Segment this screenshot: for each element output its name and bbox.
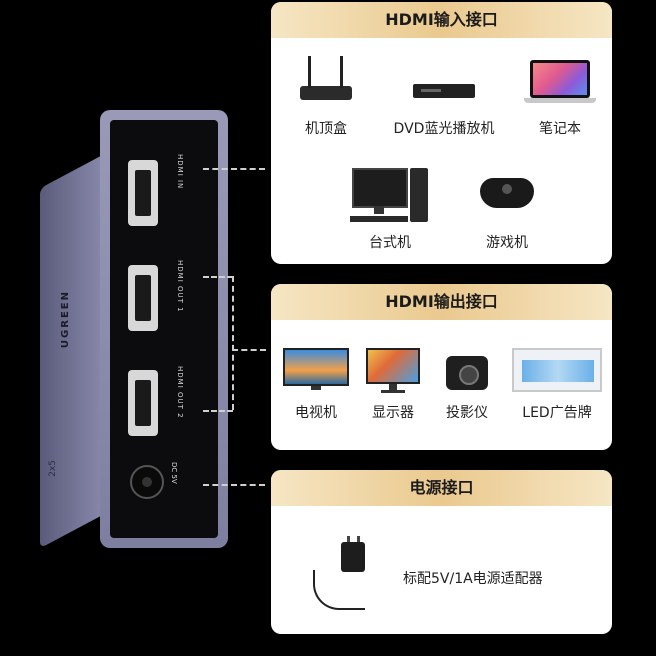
input-item-settop: 机顶盒 xyxy=(291,54,361,138)
output-item-projector: 投影仪 xyxy=(435,348,499,422)
hdmi-out2-label: HDMI OUT 2 xyxy=(176,366,184,419)
output-item-label: LED广告牌 xyxy=(522,405,592,421)
device-port-panel: HDMI IN HDMI OUT 1 HDMI OUT 2 DC 5V xyxy=(110,120,218,538)
input-item-label: 游戏机 xyxy=(486,235,528,251)
output-card-title: HDMI输出接口 xyxy=(271,284,612,320)
dc-power-jack xyxy=(130,465,164,499)
output-item-label: 显示器 xyxy=(372,405,414,421)
input-card-title: HDMI输入接口 xyxy=(271,2,612,38)
brand-logo: UGREEN xyxy=(60,290,71,349)
out1-connector xyxy=(203,276,233,278)
input-item-label: DVD蓝光播放机 xyxy=(393,121,495,137)
hdmi-in-port xyxy=(128,160,158,226)
dvd-player-icon xyxy=(409,54,479,114)
device-mark: 2x5 xyxy=(48,460,58,477)
input-item-label: 笔记本 xyxy=(539,121,581,137)
input-card: HDMI输入接口 机顶盒 DVD蓝光播放机 笔记本 台式机 游戏机 xyxy=(271,2,612,264)
output-item-label: 投影仪 xyxy=(446,405,488,421)
monitor-icon xyxy=(366,348,420,398)
dc-label: DC 5V xyxy=(170,462,178,484)
input-item-console: 游戏机 xyxy=(467,164,547,252)
desktop-pc-icon xyxy=(350,164,430,228)
laptop-icon xyxy=(524,54,596,114)
input-item-desktop: 台式机 xyxy=(345,164,435,252)
power-desc: 标配5V/1A电源适配器 xyxy=(403,564,603,588)
hdmi-in-label: HDMI IN xyxy=(176,154,184,190)
out2-connector xyxy=(203,410,233,412)
device-front: HDMI IN HDMI OUT 1 HDMI OUT 2 DC 5V xyxy=(100,110,228,548)
input-item-label: 台式机 xyxy=(369,235,411,251)
input-item-label: 机顶盒 xyxy=(305,121,347,137)
input-item-dvd: DVD蓝光播放机 xyxy=(379,54,509,138)
output-item-monitor: 显示器 xyxy=(361,348,425,422)
hdmi-out1-port xyxy=(128,265,158,331)
tv-icon xyxy=(283,348,349,398)
led-billboard-icon xyxy=(512,348,602,398)
output-item-led: LED广告牌 xyxy=(509,348,605,422)
input-connector xyxy=(203,168,265,170)
input-item-laptop: 笔记本 xyxy=(519,54,601,138)
game-controller-icon xyxy=(472,164,542,228)
output-bracket xyxy=(232,276,234,410)
output-connector xyxy=(232,349,266,351)
power-adapter-icon xyxy=(307,536,377,616)
hdmi-out1-label: HDMI OUT 1 xyxy=(176,260,184,313)
hdmi-splitter-device: HDMI IN HDMI OUT 1 HDMI OUT 2 DC 5V UGRE… xyxy=(40,110,228,550)
power-desc-text: 标配5V/1A电源适配器 xyxy=(403,571,543,587)
power-card-title: 电源接口 xyxy=(271,470,612,506)
power-card: 电源接口 标配5V/1A电源适配器 xyxy=(271,470,612,634)
power-connector xyxy=(203,484,265,486)
output-item-label: 电视机 xyxy=(295,405,337,421)
output-item-tv: 电视机 xyxy=(281,348,351,422)
set-top-box-icon xyxy=(296,54,356,114)
projector-icon xyxy=(440,348,494,398)
output-card: HDMI输出接口 电视机 显示器 投影仪 LED广告牌 xyxy=(271,284,612,450)
hdmi-out2-port xyxy=(128,370,158,436)
